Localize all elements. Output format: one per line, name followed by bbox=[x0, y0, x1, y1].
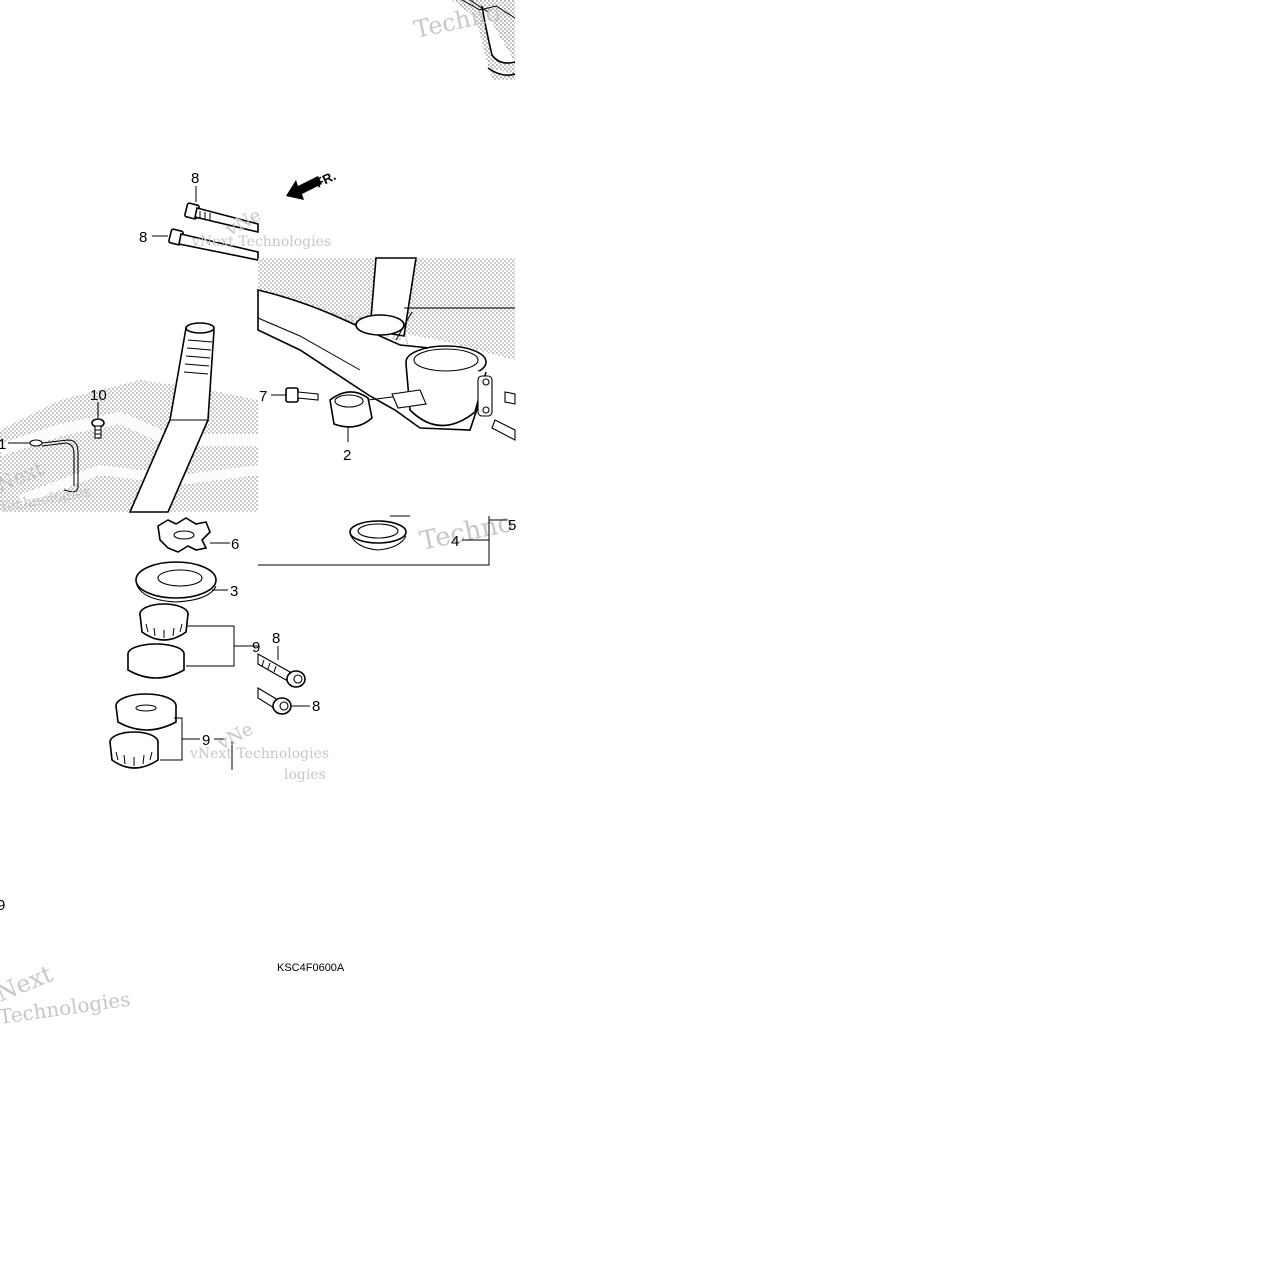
cable-clamp-2 bbox=[329, 389, 427, 428]
bolt-8-right-upper bbox=[257, 653, 306, 688]
callout-9-upper: 9 bbox=[252, 639, 260, 656]
upper-bearing bbox=[127, 603, 189, 679]
callout-6: 6 bbox=[231, 536, 239, 553]
bolt-7 bbox=[285, 387, 319, 403]
callout-7: 7 bbox=[259, 388, 267, 405]
front-direction-label: FR. bbox=[313, 168, 338, 191]
tile-bottom-bridge: HONDA bbox=[257, 257, 516, 464]
watermark-logies: logies bbox=[284, 767, 326, 783]
diagram-code: KSC4F0600A bbox=[277, 962, 345, 974]
fork-clamp bbox=[405, 345, 493, 427]
tile-top-left: 8 8 vNext Technologies vNe bbox=[139, 170, 331, 261]
watermark-techno-mid: Techno bbox=[417, 508, 516, 557]
watermark-vnext-2: vNext Technologies bbox=[189, 746, 329, 762]
tile-bearings: 6 3 9 9 vNext bbox=[109, 517, 329, 770]
callout-1: 1 bbox=[0, 436, 6, 453]
callout-2: 2 bbox=[343, 447, 351, 464]
lock-nut-6 bbox=[157, 517, 211, 553]
callout-8-top: 8 bbox=[191, 170, 199, 187]
seal-4 bbox=[349, 515, 410, 551]
steering-stem bbox=[128, 322, 215, 513]
dust-seal-3 bbox=[135, 561, 217, 603]
bolt-8-right-lower bbox=[257, 687, 292, 715]
callout-9-edge: 9 bbox=[0, 897, 5, 914]
callout-8-right-top: 8 bbox=[272, 630, 280, 647]
callout-3: 3 bbox=[230, 583, 238, 600]
lower-bearing bbox=[109, 693, 177, 769]
callout-4: 4 bbox=[451, 533, 459, 550]
callout-8-right: 8 bbox=[312, 698, 320, 715]
front-direction-arrow: FR. bbox=[286, 168, 338, 200]
bolt-8-upper bbox=[184, 202, 259, 234]
tile-top-right: Techno bbox=[411, 0, 516, 80]
callout-10: 10 bbox=[90, 387, 107, 404]
watermark-vnext-1: vNext Technologies bbox=[191, 234, 331, 250]
callout-9-lower: 9 bbox=[202, 732, 210, 749]
screw-10 bbox=[91, 418, 105, 439]
tile-seal-bolts: Techno 4 5 8 8 logies bbox=[257, 508, 516, 783]
tile-stem-shaft: 10 1 Next Technologies bbox=[0, 322, 259, 516]
callout-8-left: 8 bbox=[139, 229, 147, 246]
callout-5: 5 bbox=[508, 517, 516, 534]
